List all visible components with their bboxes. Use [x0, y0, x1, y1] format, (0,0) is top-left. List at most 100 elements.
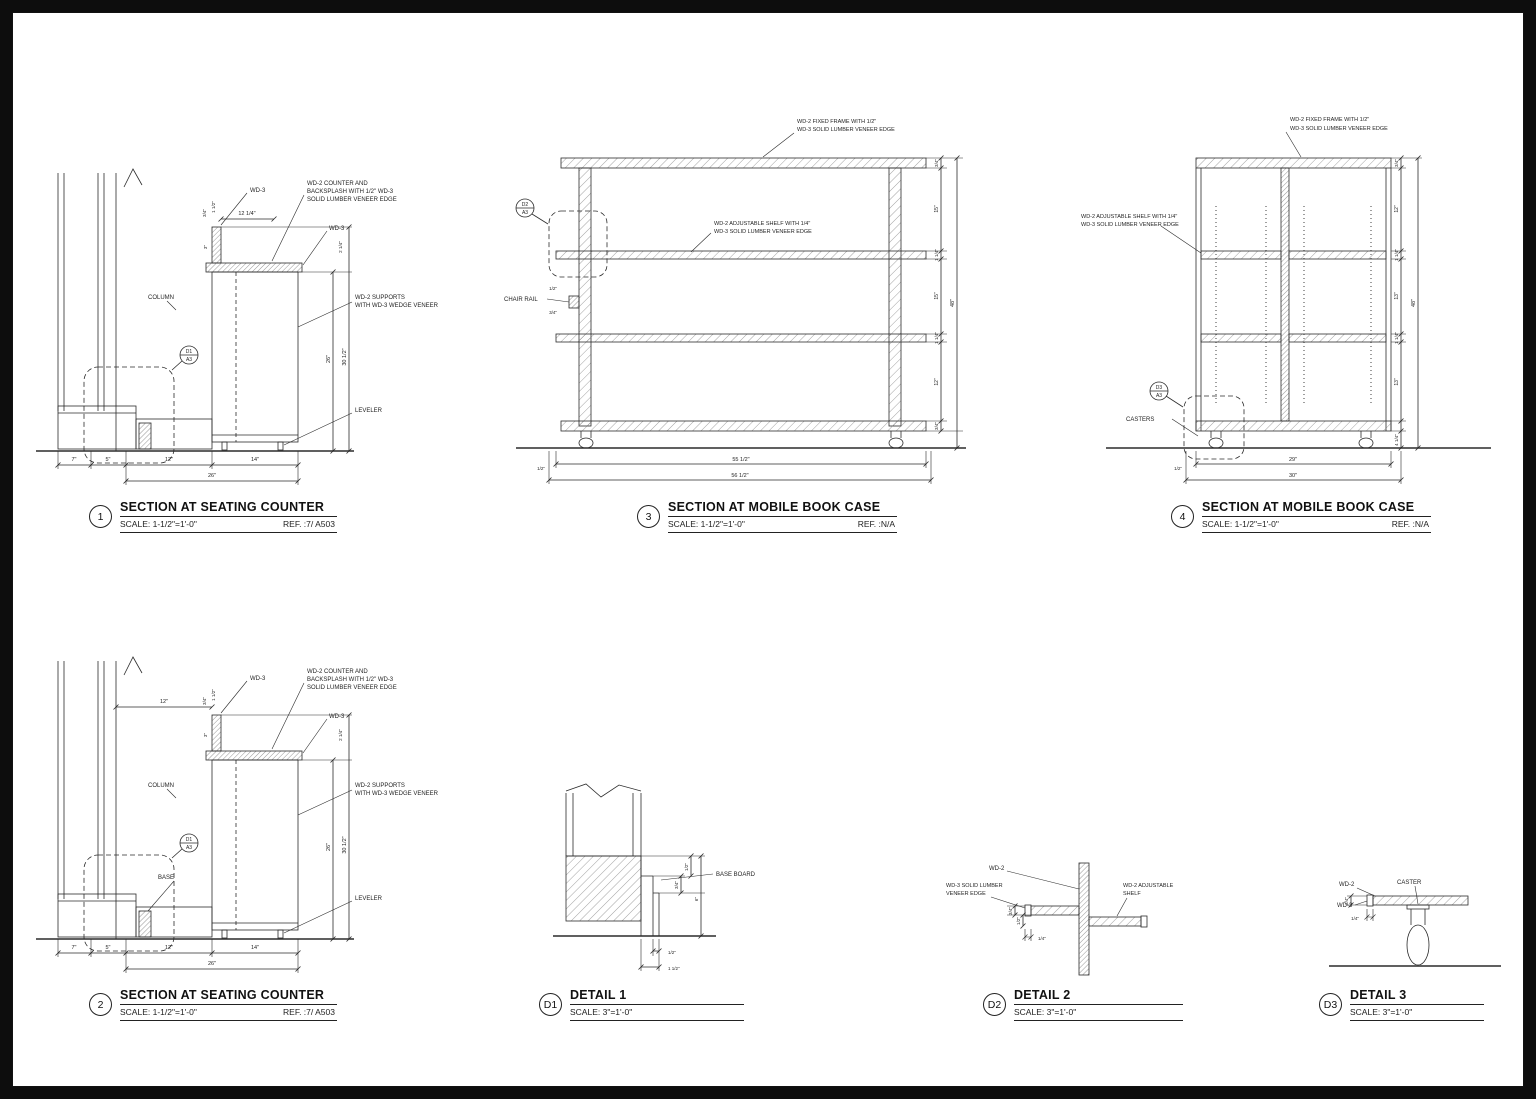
d2-veneer-cap-right — [1140, 915, 1148, 928]
s1-bubble-top: D1 — [186, 349, 193, 355]
s4-bubble-bottom: A3 — [1156, 393, 1162, 399]
s2-label-wd3-top: WD-3 — [250, 676, 266, 682]
title-block-d1: D1 DETAIL 1 SCALE: 3"=1'-0" — [539, 988, 744, 1021]
drawing-title-1: SECTION AT SEATING COUNTER — [120, 500, 337, 517]
d1-dim-f1: 3/4" — [674, 881, 679, 889]
s2-dim-r2: 30 1/2" — [342, 836, 348, 853]
s3-label-shelf-2: WD-3 SOLID LUMBER VENEER EDGE — [714, 229, 812, 235]
s2-label-wd3-side: WD-3 — [329, 714, 345, 720]
s3-label-frame-2: WD-3 SOLID LUMBER VENEER EDGE — [797, 127, 895, 133]
s4-dim-bhalf: 1/2" — [1174, 466, 1182, 471]
drawing-number-badge-d1: D1 — [539, 993, 562, 1016]
d3-dim-f2: 1/4" — [1351, 916, 1359, 921]
s3-bottom-board — [560, 420, 927, 432]
title-block-4: 4 SECTION AT MOBILE BOOK CASE SCALE: 1-1… — [1171, 500, 1431, 533]
s3-dim-bhalf: 1/2" — [537, 466, 545, 471]
s1-dim-b2: 5" — [105, 457, 110, 463]
s4-dim-r1: 3/4" — [1394, 159, 1399, 167]
s3-detail-callout — [548, 210, 608, 278]
s2-backsplash — [211, 714, 222, 752]
d1-baseboard-profile — [640, 856, 660, 936]
s3-caster-right — [888, 437, 904, 449]
s2-dim-b4: 14" — [251, 945, 259, 951]
s3-dim-cr2: 3/4" — [549, 310, 557, 315]
d2-label-shelf-2: SHELF — [1123, 891, 1141, 897]
drawing-title-2: SECTION AT SEATING COUNTER — [120, 988, 337, 1005]
s1-label-column: COLUMN — [148, 295, 174, 301]
drawing-detail-2: WD-2 WD-3 SOLID LUMBER VENEER EDGE WD-2 … — [946, 862, 1174, 976]
drawing-title-d3: DETAIL 3 — [1350, 988, 1484, 1005]
s2-label-supports-2: WITH WD-3 WEDGE VENEER — [355, 791, 439, 797]
s2-dim-fa: 3/4" — [202, 697, 207, 705]
drawing-scale-d1: SCALE: 3"=1'-0" — [570, 1007, 633, 1017]
d2-shelf-right — [1088, 916, 1142, 927]
s3-shelf-1 — [555, 250, 927, 260]
d2-veneer-cap-left — [1024, 904, 1032, 917]
s1-label-counter-2: BACKSPLASH WITH 1/2" WD-3 — [307, 189, 394, 195]
s1-label-supports-1: WD-2 SUPPORTS — [355, 295, 405, 301]
s4-dim-r3: 1 1/4" — [1394, 249, 1399, 261]
drawing-ref-1: REF. :7/ A503 — [283, 519, 335, 529]
drawing-scale-d3: SCALE: 3"=1'-0" — [1350, 1007, 1413, 1017]
s4-dim-r2: 12" — [1394, 205, 1400, 213]
s1-dim-fc: 3" — [203, 245, 208, 250]
s1-dim-b1: 7" — [71, 457, 76, 463]
s3-label-frame-1: WD-2 FIXED FRAME WITH 1/2" — [797, 119, 876, 125]
d1-dim-f2: 1/2" — [684, 863, 689, 871]
s1-label-supports-2: WITH WD-3 WEDGE VENEER — [355, 303, 439, 309]
s4-shelf-2r — [1288, 333, 1387, 343]
s4-dim-r5: 1 1/4" — [1394, 332, 1399, 344]
s1-label-leveler: LEVELER — [355, 408, 383, 414]
s1-dim-r1: 26" — [326, 355, 332, 363]
s2-label-leveler: LEVELER — [355, 896, 383, 902]
s2-label-base: BASE — [158, 875, 174, 881]
s4-detail-callout — [1183, 395, 1245, 460]
s4-dim-r7: 4 1/4" — [1394, 434, 1399, 446]
s3-bubble-top: D2 — [522, 202, 529, 208]
s2-dim-fc: 3" — [203, 733, 208, 738]
s4-top-board — [1195, 157, 1392, 169]
s1-dim-b4: 14" — [251, 457, 259, 463]
s4-shelf-1l — [1200, 250, 1282, 260]
s3-dim-b1: 55 1/2" — [732, 457, 749, 463]
s2-base-block — [138, 910, 152, 938]
drawing-number-badge-3: 3 — [637, 505, 660, 528]
s3-bubble-bottom: A3 — [522, 210, 528, 216]
s4-label-shelf-1: WD-2 ADJUSTABLE SHELF WITH 1/4" — [1081, 214, 1177, 220]
s2-dim-b1: 7" — [71, 945, 76, 951]
s2-dim-fd: 2 1/4" — [338, 729, 343, 741]
title-block-3: 3 SECTION AT MOBILE BOOK CASE SCALE: 1-1… — [637, 500, 897, 533]
s1-dim-b5: 26" — [208, 473, 216, 479]
s4-linework — [1106, 131, 1491, 484]
s4-label-shelf-2: WD-3 SOLID LUMBER VENEER EDGE — [1081, 222, 1179, 228]
d1-texts: BASE BOARD 3/4" 1/2" 6" 1/2" 1 1/2" — [668, 863, 756, 971]
s3-label-shelf-1: WD-2 ADJUSTABLE SHELF WITH 1/4" — [714, 221, 810, 227]
drawing-ref-2: REF. :7/ A503 — [283, 1007, 335, 1017]
s2-dim-r1: 26" — [326, 843, 332, 851]
s3-linework — [515, 132, 966, 484]
d1-dim-b1: 1/2" — [668, 950, 676, 955]
s1-dim-top: 12 1/4" — [238, 211, 255, 217]
s4-label-frame-1: WD-2 FIXED FRAME WITH 1/2" — [1290, 117, 1369, 123]
title-block-2: 2 SECTION AT SEATING COUNTER SCALE: 1-1/… — [89, 988, 337, 1021]
d2-dim-f2: 1/4" — [1038, 936, 1046, 941]
drawing-sheet: WD-3 WD-2 COUNTER AND BACKSPLASH WITH 1/… — [12, 12, 1524, 1087]
drawing-ref-4: REF. :N/A — [1391, 519, 1429, 529]
drawing-section-mobile-bookcase-4: WD-2 FIXED FRAME WITH 1/2" WD-3 SOLID LU… — [1081, 117, 1491, 484]
s1-dim-fa: 3/4" — [202, 209, 207, 217]
s1-backsplash — [211, 226, 222, 264]
d2-shelf-left — [1030, 905, 1080, 916]
s1-bubble-bottom: A3 — [186, 357, 192, 363]
s4-dim-b2: 30" — [1289, 473, 1297, 479]
s3-top-board — [560, 157, 927, 169]
d3-caster-plate — [1406, 904, 1430, 910]
drawing-scale-d2: SCALE: 3"=1'-0" — [1014, 1007, 1077, 1017]
s4-dim-r6: 13" — [1394, 378, 1400, 386]
d3-label-caster: CASTER — [1397, 880, 1422, 886]
d3-label-wd3: WD-3 — [1337, 903, 1353, 909]
s4-shelf-pin-lines — [1215, 206, 1372, 406]
drawing-scale-4: SCALE: 1-1/2"=1'-0" — [1202, 519, 1279, 529]
s2-label-counter-3: SOLID LUMBER VENEER EDGE — [307, 685, 397, 691]
s4-dim-b1: 29" — [1289, 457, 1297, 463]
s1-dim-fd: 2 1/4" — [338, 241, 343, 253]
